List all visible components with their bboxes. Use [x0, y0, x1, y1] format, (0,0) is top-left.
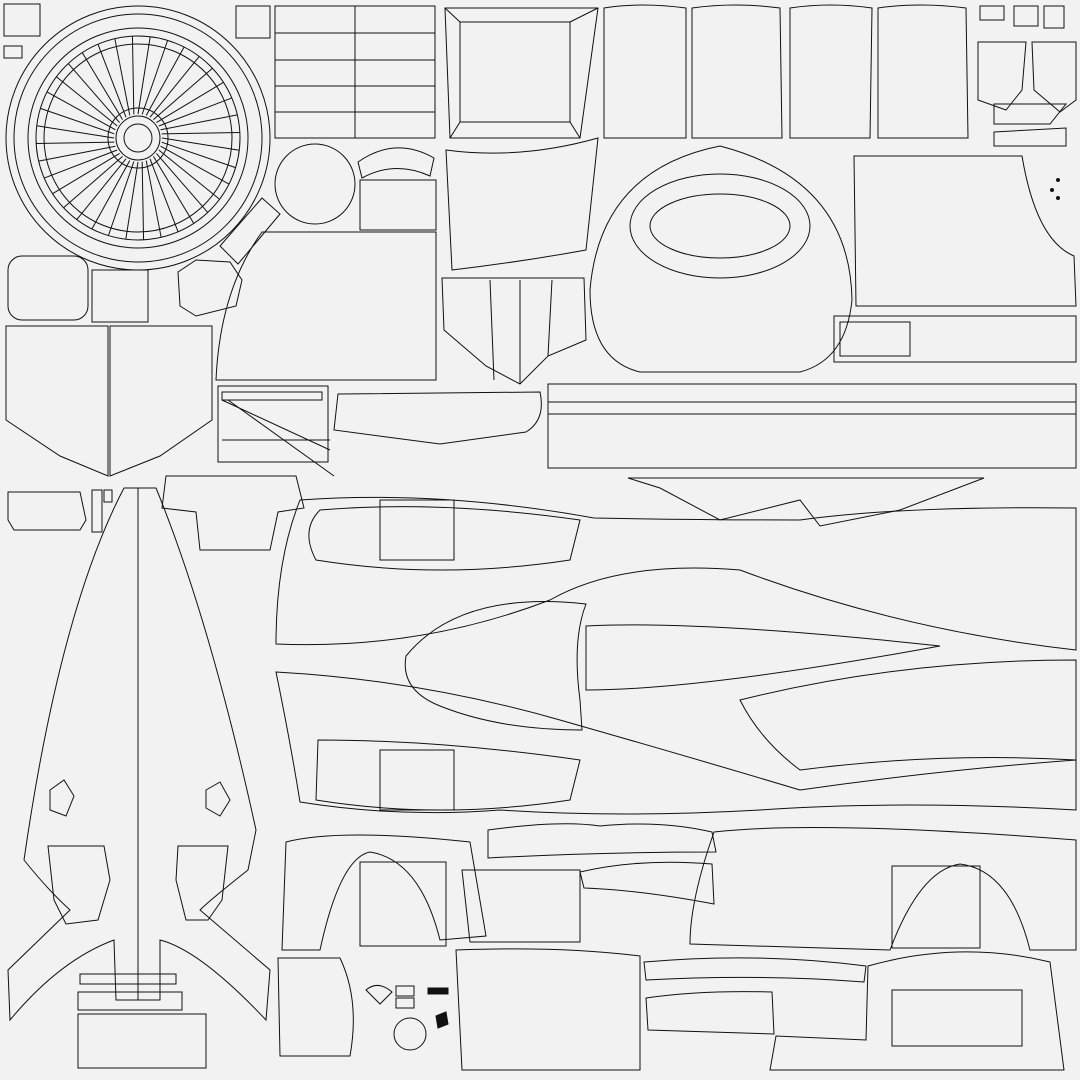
uv-tiny-piece [4, 46, 22, 58]
uv-tiny-piece-4 [1044, 6, 1064, 28]
uv-island-wedge [218, 386, 334, 476]
uv-island-tray [445, 8, 598, 138]
uv-tiny-piece-2 [980, 6, 1004, 20]
uv-island-arc-strip [358, 148, 434, 178]
wheel-spoke [150, 159, 178, 232]
wheel-spoke [98, 44, 126, 117]
uv-island-bottom-grid [78, 1014, 206, 1068]
uv-island-pleats [442, 278, 586, 384]
wheel-spoke [146, 47, 184, 115]
wheel-spoke [92, 161, 130, 229]
uv-island-nose [405, 602, 940, 730]
wheel-spoke [153, 156, 193, 223]
uv-swatch-top [236, 6, 270, 38]
wheel-spoke [142, 162, 143, 240]
uv-island-bottom-strip [80, 974, 176, 984]
wheel-spoke [77, 159, 126, 220]
uv-island-dense-strip [834, 316, 1076, 362]
uv-island-bottom-right-arch [770, 952, 1064, 1070]
uv-island-bracket [162, 476, 304, 550]
wheel-spoke [162, 138, 239, 150]
uv-island-curved-block [446, 138, 598, 270]
uv-island-strip-mid [488, 824, 716, 858]
uv-island-long-strip [548, 384, 1076, 468]
wheel-spoke [115, 39, 130, 116]
uv-island-bottom-long [456, 949, 640, 1070]
wheel-spoke [162, 142, 236, 167]
uv-island-disc [275, 144, 355, 224]
uv-island-cape [8, 488, 270, 1020]
wheel-spoke [159, 150, 220, 199]
wheel-spoke [44, 150, 117, 178]
wheel-spoke [161, 146, 229, 184]
uv-island-flat-grid [216, 232, 436, 380]
uv-island-top-panel [275, 6, 435, 138]
wheel-spoke [108, 162, 133, 236]
uv-island-wave [580, 862, 714, 904]
uv-island-barrel [8, 256, 242, 322]
uv-island-wing [334, 392, 541, 444]
wheel-spoke [82, 53, 122, 120]
wheel-spoke [156, 153, 207, 212]
wheel-spoke [132, 36, 133, 114]
uv-island-right-panel [854, 156, 1076, 306]
wheel-spoke [36, 142, 114, 143]
uv-island-small-box [360, 180, 436, 230]
wheel-spoke [47, 92, 115, 130]
wheel-spoke [37, 126, 114, 138]
wheel-spoke [40, 108, 114, 133]
uv-island-bottom-small-parts [366, 985, 448, 1050]
uv-island-small-flaps [978, 42, 1026, 110]
uv-island-arch-left [282, 835, 486, 950]
wheel-spoke [64, 156, 123, 207]
uv-island-diag-strip [220, 198, 280, 264]
uv-island-body-bottom [276, 660, 1076, 814]
wheel-spoke [150, 56, 199, 117]
wheel-spoke [126, 162, 138, 239]
uv-island-shield-pair [6, 326, 212, 476]
wheel-spoke [161, 115, 238, 130]
wheel-spoke [138, 37, 150, 114]
wheel-spoke [56, 77, 117, 126]
wheel-spoke [146, 161, 161, 238]
uv-swatch-top-left [4, 4, 40, 36]
wheel-spoke [162, 132, 240, 133]
uv-island-bottom-left-block [278, 958, 353, 1056]
wheel-spoke [156, 82, 223, 122]
wheel-spoke [53, 153, 120, 193]
wheel-spoke [68, 64, 119, 123]
uv-island-dome [590, 146, 852, 372]
uv-island-clip [8, 492, 86, 530]
uv-island-wheel [6, 6, 270, 270]
wheel-spoke [39, 146, 116, 161]
uv-island-hanging-wedge [628, 478, 984, 526]
wheel-spoke [159, 98, 232, 126]
wheel-spoke [153, 68, 212, 119]
uv-island-body-top [276, 497, 1076, 650]
wheel-spoke [142, 40, 167, 114]
uv-tiny-piece-3 [1014, 6, 1038, 26]
uv-island-top-strips [604, 5, 968, 138]
uv-island-arch-right [690, 828, 1076, 951]
